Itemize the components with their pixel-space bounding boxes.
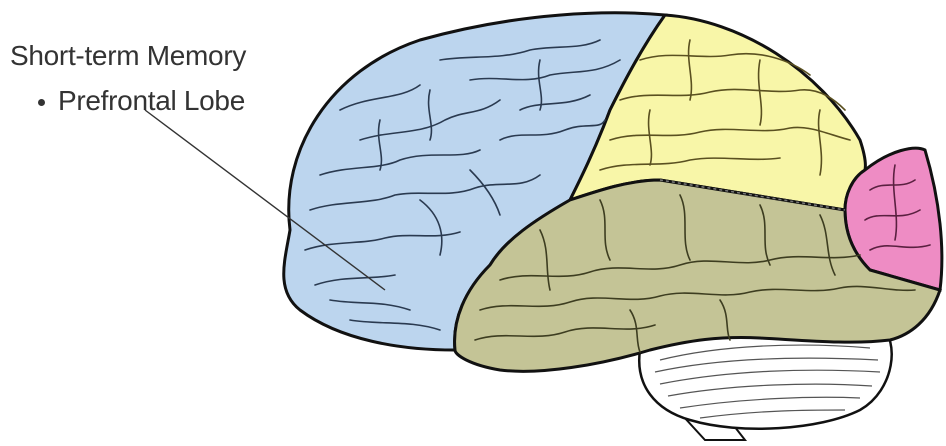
annotation-item-prefrontal-lobe: Prefrontal Lobe	[58, 87, 245, 115]
annotation-title: Short-term Memory	[10, 42, 246, 70]
bullet-dot	[38, 99, 45, 106]
